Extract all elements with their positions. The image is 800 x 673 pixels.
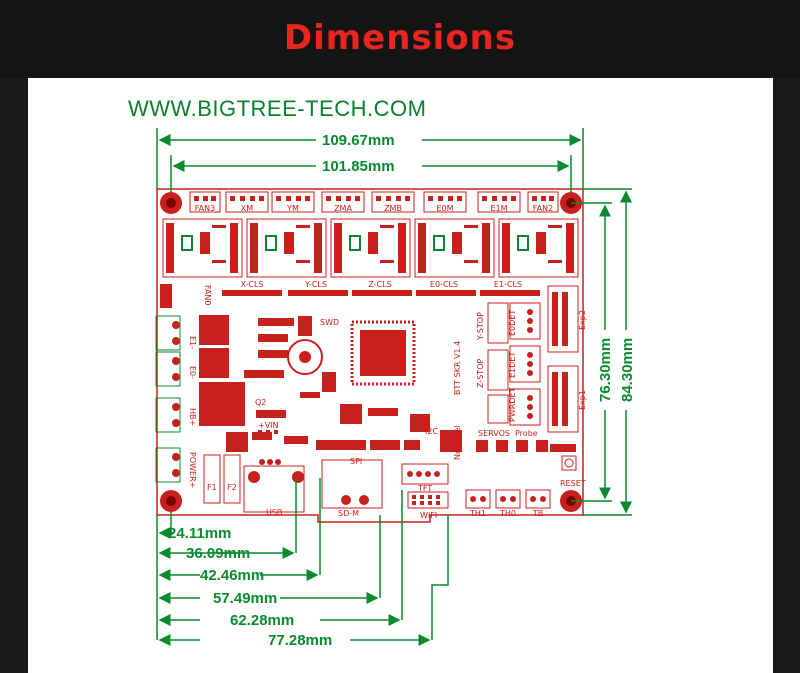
dim-bottom-6: 77.28mm bbox=[268, 632, 332, 649]
terminal-label: E0- bbox=[188, 366, 197, 379]
connector-label: ZMA bbox=[334, 204, 352, 213]
wifi-connector: WIFI bbox=[407, 491, 449, 520]
reset-button: RESET bbox=[560, 455, 586, 488]
thermistor-label: TB bbox=[532, 509, 543, 518]
svg-text:USB: USB bbox=[266, 508, 282, 517]
exp-headers: Exp2 Exp1 bbox=[547, 285, 587, 433]
website-url: WWW.BIGTREE-TECH.COM bbox=[128, 96, 427, 121]
endstop-label: E1-CLS bbox=[494, 280, 522, 289]
svg-text:SD-M: SD-M bbox=[338, 509, 359, 518]
fan-label: FAN0 bbox=[203, 285, 212, 305]
title-bar bbox=[0, 0, 800, 78]
endstop-label: Y-CLS bbox=[304, 280, 327, 289]
connector-label: FAN3 bbox=[195, 204, 215, 213]
stop-label: PWRDET bbox=[508, 387, 517, 422]
vin-label: +VIN bbox=[258, 421, 279, 430]
page-title: Dimensions bbox=[283, 18, 517, 58]
thermistor-label: TH0 bbox=[499, 509, 516, 518]
probe-label: Probe bbox=[515, 429, 538, 438]
endstop-label: E0-CLS bbox=[430, 280, 458, 289]
stop-label: Z-STOP bbox=[476, 359, 485, 388]
exp1-label: Exp1 bbox=[578, 390, 587, 410]
dim-bottom-3: 42.46mm bbox=[200, 567, 264, 584]
dim-right-outer: 84.30mm bbox=[619, 338, 636, 402]
tft-connector: TFT bbox=[401, 463, 449, 493]
swd-label: SWD bbox=[320, 318, 339, 327]
connector-label: XM bbox=[241, 204, 253, 213]
servos-label: SERVOS bbox=[478, 429, 510, 438]
mounting-hole-tl bbox=[160, 192, 182, 214]
connector-label: YM bbox=[286, 204, 299, 213]
svg-text:WIFI: WIFI bbox=[420, 511, 437, 520]
q2-label: Q2 bbox=[255, 398, 266, 407]
spi-label: SPI bbox=[350, 457, 362, 466]
stop-label: Y-STOP bbox=[476, 312, 485, 341]
neopixel-label: Neopixel bbox=[453, 425, 462, 460]
endstop-label: Z-CLS bbox=[368, 280, 391, 289]
stop-label: E0DET bbox=[508, 310, 517, 336]
exp2-label: Exp2 bbox=[578, 310, 587, 330]
stop-label: E1DET bbox=[508, 352, 517, 378]
i2c-label: I2C bbox=[425, 427, 438, 436]
connector-label: E1M bbox=[490, 204, 507, 213]
thermistor-label: TH1 bbox=[469, 509, 486, 518]
dim-top-outer: 109.67mm bbox=[322, 132, 395, 149]
dim-bottom-5: 62.28mm bbox=[230, 612, 294, 629]
svg-text:RESET: RESET bbox=[560, 479, 586, 488]
connector-label: FAN2 bbox=[533, 204, 553, 213]
pcb-board: FAN3 XM YM ZMA ZMB E0M E1M FAN2 bbox=[155, 188, 587, 523]
mcu-chip bbox=[350, 320, 416, 386]
dim-right-inner: 76.30mm bbox=[597, 338, 614, 402]
dimension-labels: 109.67mm 101.85mm 76.30mm 84.30mm 24.11m… bbox=[168, 132, 636, 649]
connector-label: ZMB bbox=[384, 204, 402, 213]
svg-text:TFT: TFT bbox=[417, 484, 432, 493]
dimension-lines bbox=[156, 128, 632, 646]
sd-slot: SD-M bbox=[321, 459, 383, 518]
driver-sockets bbox=[162, 218, 579, 278]
usb-port: USB bbox=[243, 465, 305, 517]
terminal-label: POWER+ bbox=[188, 452, 197, 488]
connector-label: E0M bbox=[436, 204, 453, 213]
board-name: BTT SKR V1.4 bbox=[453, 341, 462, 395]
terminal-label: E1- bbox=[188, 336, 197, 349]
dim-bottom-4: 57.49mm bbox=[213, 590, 277, 607]
terminal-label: HB+ bbox=[188, 408, 197, 426]
buzzer bbox=[287, 339, 323, 375]
dim-bottom-2: 36.09mm bbox=[186, 545, 250, 562]
mounting-hole-bl bbox=[160, 490, 182, 512]
fuse-label: F1 bbox=[207, 483, 217, 492]
dim-top-inner: 101.85mm bbox=[322, 158, 395, 175]
endstop-label: X-CLS bbox=[240, 280, 263, 289]
dim-bottom-1: 24.11mm bbox=[168, 525, 231, 542]
fuse-label: F2 bbox=[227, 483, 237, 492]
